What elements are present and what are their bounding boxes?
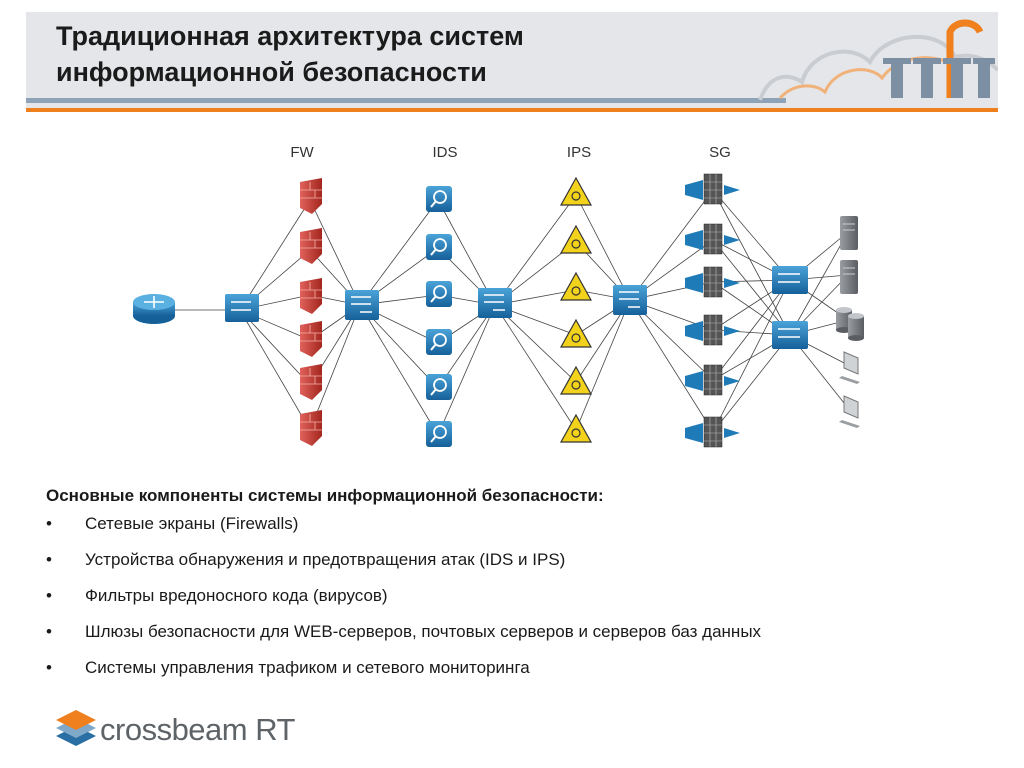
switch-icon — [225, 294, 259, 322]
workstation-icon — [839, 395, 860, 428]
column-label-fw: FW — [290, 144, 314, 161]
section-heading: Основные компоненты системы информационн… — [46, 486, 604, 505]
bullet-marker: • — [46, 550, 52, 569]
database-icon — [836, 307, 864, 341]
switch-icon — [478, 288, 512, 318]
bullet-marker: • — [46, 658, 52, 677]
biohazard-warning-icon — [559, 271, 593, 301]
biohazard-warning-icon — [559, 224, 593, 254]
list-item: • Устройства обнаружения и предотвращения… — [46, 550, 1006, 569]
server-icon — [840, 216, 858, 250]
gateway-mesh-icon — [685, 223, 740, 255]
security-architecture-diagram: FW IDS IPS SG — [133, 144, 864, 448]
bullet-marker: • — [46, 514, 52, 533]
list-item-text: Сетевые экраны (Firewalls) — [85, 514, 299, 533]
list-item-text: Системы управления трафиком и сетевого м… — [85, 658, 530, 677]
logo-wordmark: crossbeam RT — [100, 712, 296, 747]
list-item: • Шлюзы безопасности для WEB-серверов, по… — [46, 622, 1006, 641]
firewall-brick-icon — [300, 228, 322, 264]
magnifier-search-icon — [426, 186, 452, 212]
title-line-2: информационной безопасности — [56, 57, 487, 87]
firewall-brick-icon — [300, 278, 322, 314]
header-band — [26, 12, 998, 110]
bullet-marker: • — [46, 622, 52, 641]
biohazard-warning-icon — [559, 413, 593, 443]
page-title: Традиционная архитектура систем информац… — [56, 18, 524, 90]
server-icon — [840, 260, 858, 294]
components-list: • Сетевые экраны (Firewalls) • Устройства … — [46, 514, 1006, 677]
magnifier-search-icon — [426, 374, 452, 400]
column-label-ids: IDS — [432, 144, 457, 161]
router-icon — [133, 294, 175, 324]
list-item-text: Устройства обнаружения и предотвращения … — [85, 550, 566, 569]
list-item: • Фильтры вредоносного кода (вирусов) — [46, 586, 1006, 605]
list-item-text: Фильтры вредоносного кода (вирусов) — [85, 586, 388, 605]
firewall-brick-icon — [300, 178, 322, 214]
firewall-brick-icon — [300, 364, 322, 400]
switch-icon — [772, 321, 808, 349]
list-item: • Сетевые экраны (Firewalls) — [46, 514, 1006, 533]
biohazard-warning-icon — [559, 318, 593, 348]
crossbeam-logo-icon — [56, 710, 96, 746]
header-divider-blue — [26, 98, 786, 103]
magnifier-search-icon — [426, 281, 452, 307]
gateway-mesh-icon — [685, 314, 740, 346]
gateway-mesh-icon — [685, 173, 740, 205]
header-decoration-icon — [758, 19, 998, 101]
components-section: Основные компоненты системы информационн… — [46, 486, 1006, 694]
column-label-sg: SG — [709, 144, 731, 161]
column-label-ips: IPS — [567, 144, 591, 161]
gateway-mesh-icon — [685, 364, 740, 396]
switch-icon — [613, 285, 647, 315]
magnifier-search-icon — [426, 329, 452, 355]
bullet-marker: • — [46, 586, 52, 605]
header-divider-orange — [26, 108, 998, 112]
switch-icon — [772, 266, 808, 294]
biohazard-warning-icon — [559, 365, 593, 395]
gateway-mesh-icon — [685, 416, 740, 448]
magnifier-search-icon — [426, 421, 452, 447]
biohazard-warning-icon — [559, 176, 593, 206]
firewall-brick-icon — [300, 321, 322, 357]
firewall-brick-icon — [300, 410, 322, 446]
switch-icon — [345, 290, 379, 320]
list-item: • Системы управления трафиком и сетевого … — [46, 658, 1006, 677]
title-line-1: Традиционная архитектура систем — [56, 21, 524, 51]
gateway-mesh-icon — [685, 266, 740, 298]
workstation-icon — [839, 351, 860, 384]
list-item-text: Шлюзы безопасности для WEB-серверов, поч… — [85, 622, 762, 641]
magnifier-search-icon — [426, 234, 452, 260]
